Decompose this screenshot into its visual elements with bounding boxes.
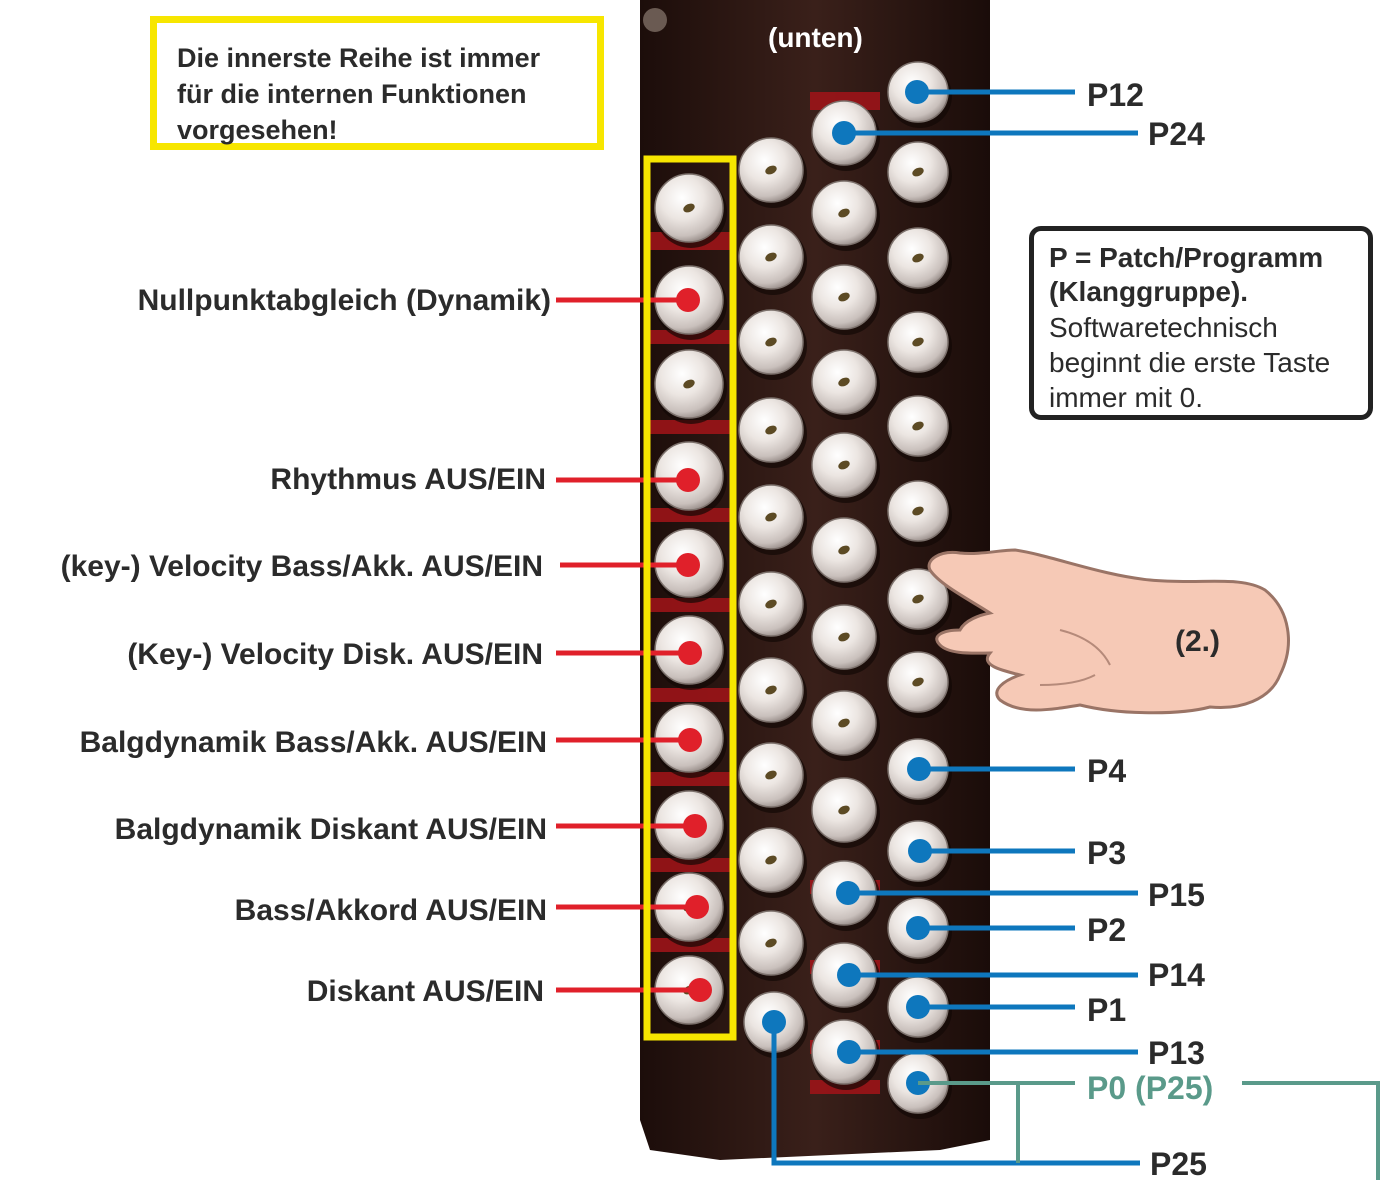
blue-marker <box>906 995 930 1019</box>
note-line-2: für die internen Funktionen <box>177 79 527 109</box>
row4-button <box>887 480 952 547</box>
screw-top-left <box>643 8 667 32</box>
info-line-3: Softwaretechnisch <box>1049 312 1278 343</box>
p0-teal-bracket <box>1242 1081 1380 1180</box>
row2-button <box>738 137 807 208</box>
red-marker <box>685 895 709 919</box>
info-line-5: immer mit 0. <box>1049 382 1203 413</box>
red-marker <box>676 468 700 492</box>
row2-button <box>738 224 807 295</box>
label-p24: P24 <box>1148 116 1205 152</box>
label-p3: P3 <box>1087 835 1127 871</box>
row3-button <box>811 432 880 503</box>
top-label: (unten) <box>768 22 863 53</box>
row4-button <box>887 651 952 718</box>
label-balg-diskant: Balgdynamik Diskant AUS/EIN <box>114 813 547 846</box>
label-p0: P0 (P25) <box>1087 1070 1214 1106</box>
info-line-2: (Klanggruppe). <box>1049 276 1249 307</box>
inner-row-frame <box>643 155 737 1041</box>
label-p2: P2 <box>1087 912 1127 948</box>
row4-button <box>887 395 952 462</box>
row3-button <box>811 264 880 335</box>
row3-button <box>811 349 880 420</box>
row2-button <box>738 657 807 728</box>
row2-button <box>738 309 807 380</box>
row2-button <box>738 827 807 898</box>
row3-button <box>811 777 880 848</box>
note-line-1: Die innerste Reihe ist immer <box>177 43 541 73</box>
label-bass-akkord: Bass/Akkord AUS/EIN <box>234 894 547 927</box>
label-p1: P1 <box>1087 992 1127 1028</box>
row4-button <box>887 311 952 378</box>
row2-button <box>738 397 807 468</box>
label-balg-bass: Balgdynamik Bass/Akk. AUS/EIN <box>79 726 547 759</box>
row3-button <box>811 517 880 588</box>
blue-marker <box>836 881 860 905</box>
row2-button <box>738 571 807 642</box>
row2-button <box>738 910 807 981</box>
note-line-3: vorgesehen! <box>177 115 338 145</box>
info-line-4: beginnt die erste Taste <box>1049 347 1331 378</box>
label-p15: P15 <box>1148 877 1205 913</box>
leader-lines-layer <box>556 80 1380 1180</box>
row4-button <box>887 227 952 294</box>
label-p14: P14 <box>1148 957 1205 993</box>
blue-marker <box>905 80 929 104</box>
blue-marker <box>908 839 932 863</box>
row3-button <box>811 690 880 761</box>
label-velocity-disk: (Key-) Velocity Disk. AUS/EIN <box>127 638 543 671</box>
blue-marker <box>906 916 930 940</box>
label-rhythmus: Rhythmus AUS/EIN <box>270 463 546 496</box>
label-p4: P4 <box>1087 753 1127 789</box>
red-marker <box>676 288 700 312</box>
blue-marker <box>837 963 861 987</box>
row4-button <box>887 568 952 635</box>
info-line-1: P = Patch/Programm <box>1049 242 1324 273</box>
blue-marker <box>837 1040 861 1064</box>
note-box: Die innerste Reihe ist immer für die int… <box>150 16 604 150</box>
hand-icon <box>927 548 1290 715</box>
hand-label: (2.) <box>1175 625 1220 658</box>
inner-row-button <box>654 173 727 248</box>
red-marker <box>683 814 707 838</box>
blue-marker <box>907 757 931 781</box>
label-p12: P12 <box>1087 77 1144 113</box>
blue-marker <box>832 121 856 145</box>
red-marker <box>688 978 712 1002</box>
red-marker <box>676 553 700 577</box>
red-marker <box>678 728 702 752</box>
label-p13: P13 <box>1148 1035 1205 1071</box>
row4-button <box>887 141 952 208</box>
inner-row-button <box>654 349 727 424</box>
label-velocity-bass: (key-) Velocity Bass/Akk. AUS/EIN <box>60 550 543 583</box>
label-nullpunkt: Nullpunktabgleich (Dynamik) <box>137 284 551 317</box>
info-box: P = Patch/Programm (Klanggruppe). Softwa… <box>1029 226 1373 420</box>
label-diskant: Diskant AUS/EIN <box>306 975 544 1008</box>
row2-button <box>738 742 807 813</box>
row3-button <box>811 604 880 675</box>
row3-button <box>811 180 880 251</box>
row2-button <box>738 484 807 555</box>
label-p25: P25 <box>1150 1146 1207 1182</box>
red-marker <box>678 641 702 665</box>
